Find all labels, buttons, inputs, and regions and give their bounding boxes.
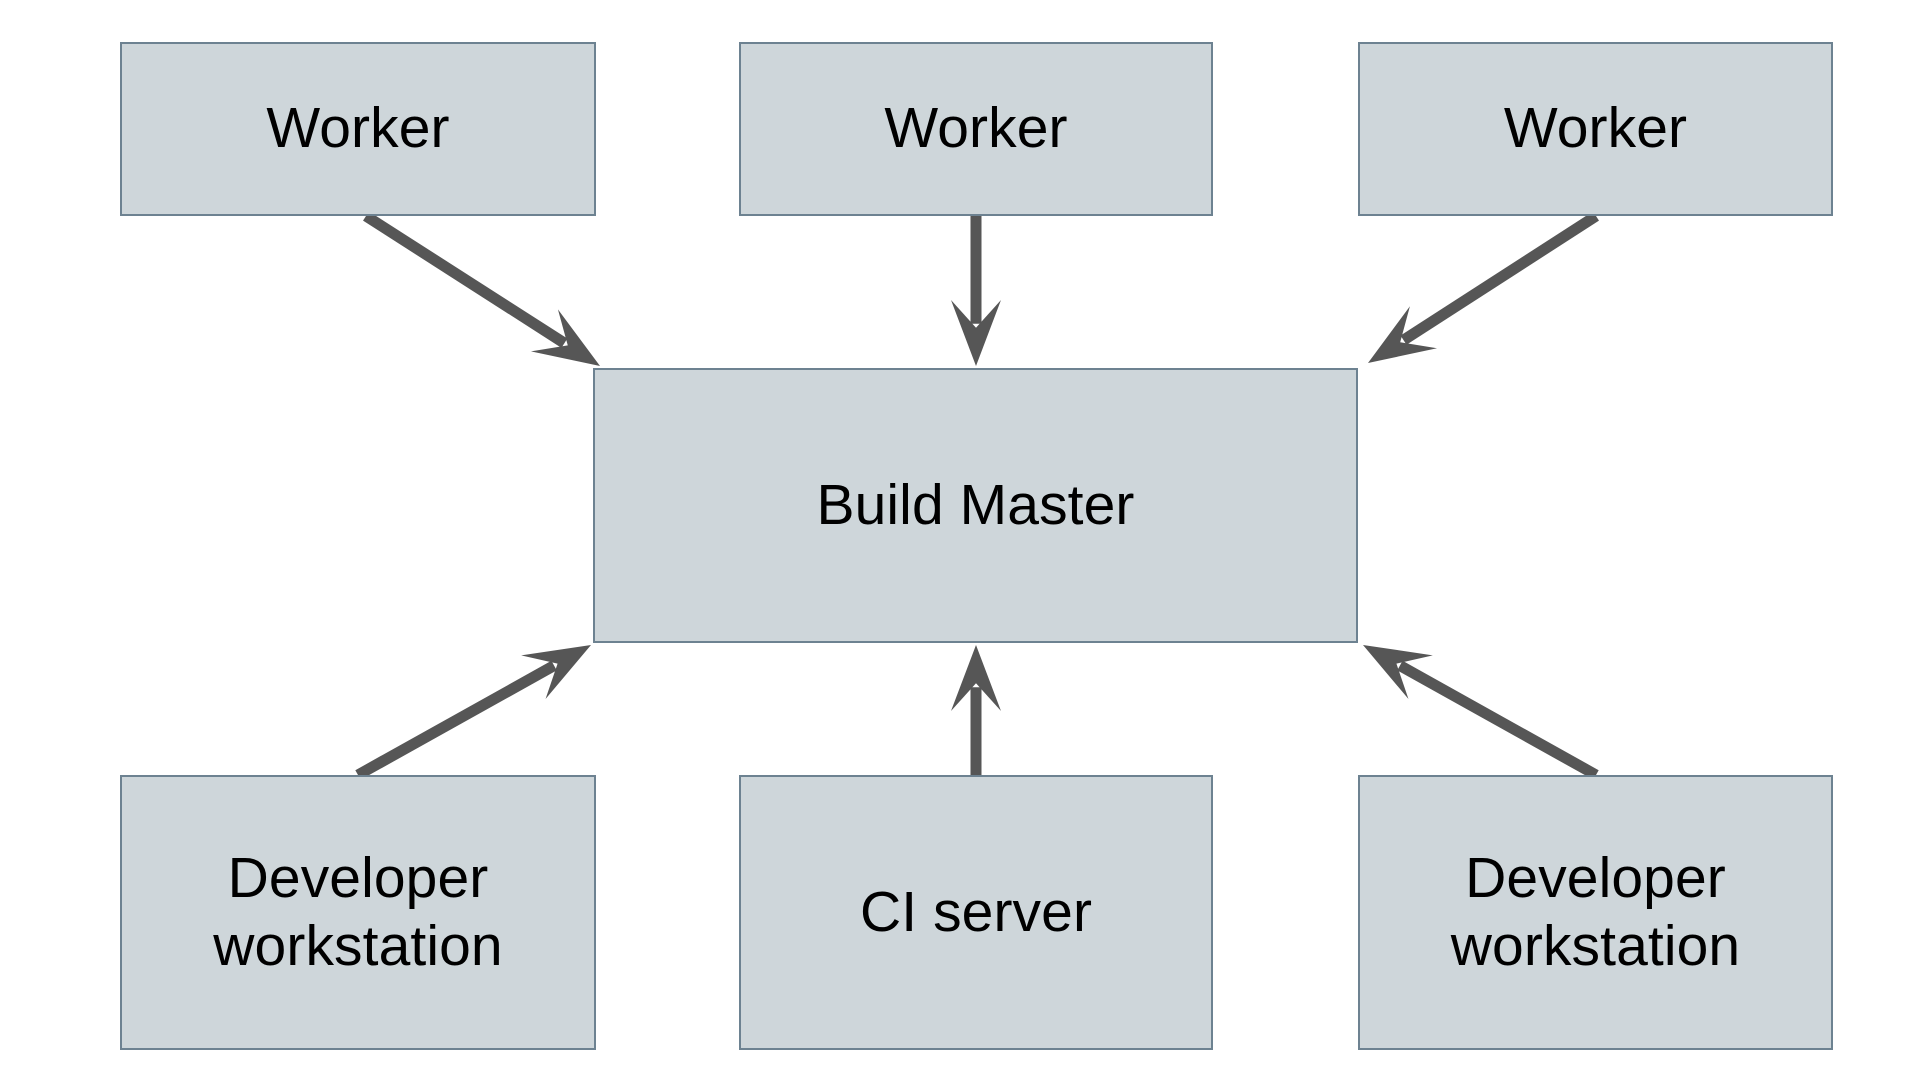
node-developer-workstation-1[interactable]: Developer workstation <box>120 775 596 1050</box>
node-build-master[interactable]: Build Master <box>593 368 1358 643</box>
node-worker-1-label: Worker <box>266 96 450 161</box>
node-ci-server-label: CI server <box>859 879 1093 944</box>
edge-worker1-to-master-arrowhead <box>530 309 600 366</box>
node-developer-workstation-2-label: Developer workstation <box>1450 846 1741 978</box>
node-worker-3-label: Worker <box>1503 96 1688 161</box>
node-worker-1[interactable]: Worker <box>120 42 596 216</box>
edge-devws2-to-master-arrowhead <box>1363 645 1433 699</box>
edge-worker3-to-master-shaft <box>1400 211 1599 345</box>
node-worker-3[interactable]: Worker <box>1358 42 1833 216</box>
edge-worker2-to-master-arrowhead <box>951 300 1001 366</box>
node-build-master-label: Build Master <box>816 472 1135 537</box>
node-worker-2[interactable]: Worker <box>739 42 1213 216</box>
edge-worker1-to-master-shaft <box>363 211 568 348</box>
node-worker-2-label: Worker <box>884 96 1068 161</box>
node-developer-workstation-2[interactable]: Developer workstation <box>1358 775 1833 1050</box>
edge-devws1-to-master-arrowhead <box>521 645 591 699</box>
edge-devws2-to-master-shaft <box>1397 660 1599 780</box>
node-ci-server[interactable]: CI server <box>739 775 1213 1050</box>
edge-worker3-to-master-arrowhead <box>1368 306 1438 363</box>
edge-ciserver-to-master-arrowhead <box>951 645 1001 711</box>
edge-devws1-to-master-shaft <box>355 660 557 780</box>
node-developer-workstation-1-label: Developer workstation <box>213 846 503 978</box>
